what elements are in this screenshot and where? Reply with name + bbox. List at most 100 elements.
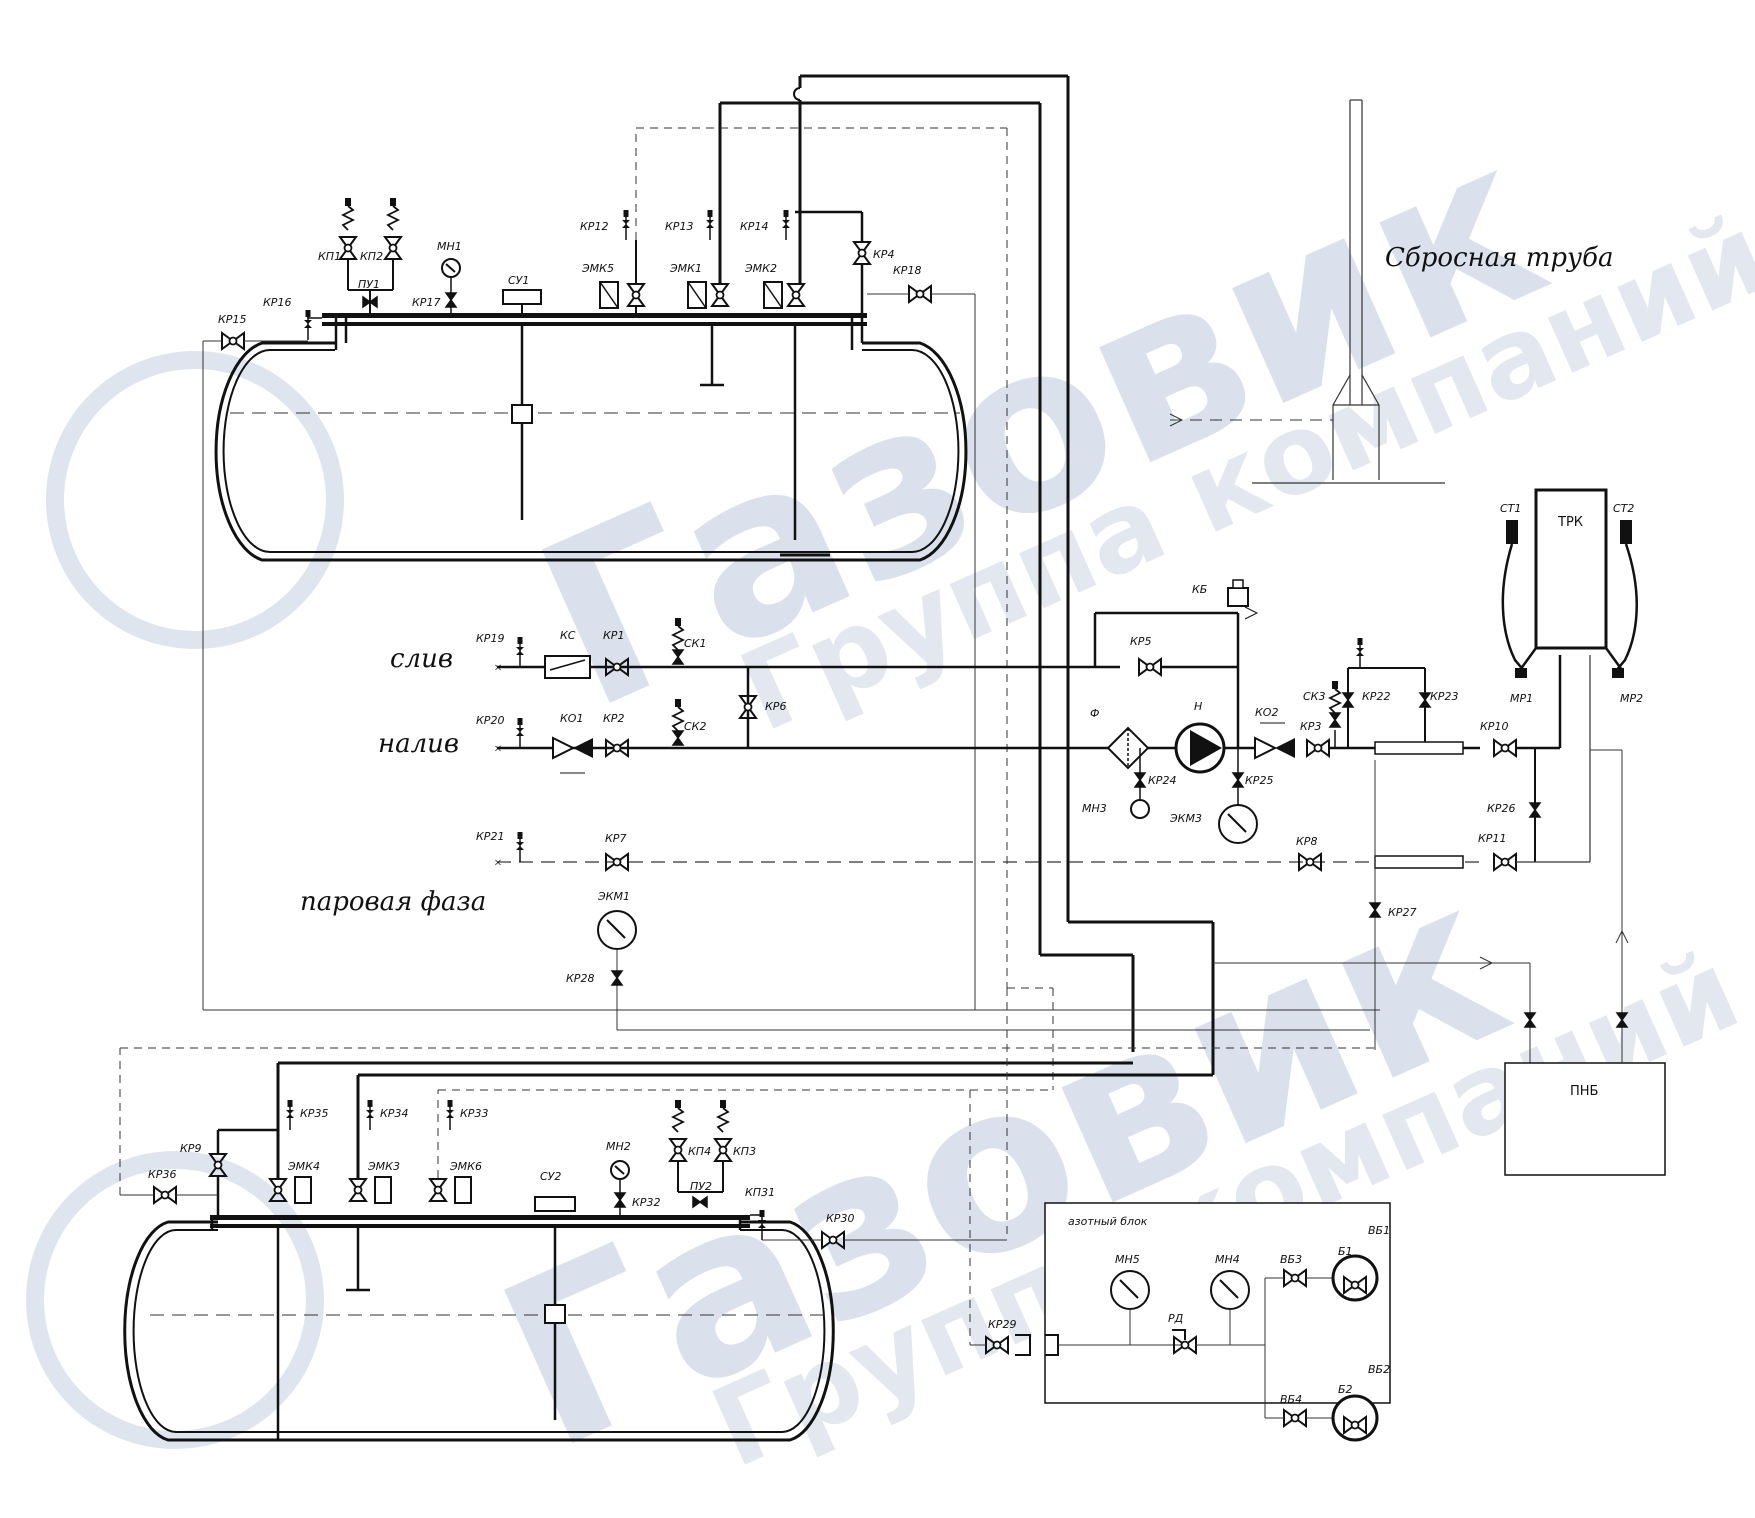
tank-1-fittings	[203, 197, 975, 350]
label-kp31: КП31	[745, 1186, 775, 1199]
label-kr23: КР23	[1430, 690, 1458, 703]
label-emk5: ЭМК5	[581, 262, 614, 275]
label-st1: СТ1	[1500, 502, 1521, 515]
label-mn1: МН1	[437, 240, 462, 253]
label-kr14: КР14	[740, 220, 768, 233]
vapor-line: ×	[494, 655, 1623, 1063]
label-sk3: СК3	[1303, 690, 1326, 703]
label-b2: Б2	[1338, 1383, 1353, 1396]
label-f: Ф	[1090, 707, 1099, 720]
label-vb2: ВБ2	[1368, 1363, 1390, 1376]
label-kp4: КП4	[688, 1145, 711, 1158]
label-kr17: КР17	[412, 296, 440, 309]
label-sk2: СК2	[684, 720, 707, 733]
label-kr33: КР33	[460, 1107, 488, 1120]
dispenser-box	[1534, 488, 1608, 650]
svg-text:×: ×	[494, 856, 502, 871]
label-sk1: СК1	[684, 637, 707, 650]
drain-line: ×	[494, 579, 1249, 748]
watermark: Газовик Группа компаний Газовик Группа к…	[26, 88, 1755, 1502]
tank-2-fittings	[119, 988, 1375, 1249]
label-emk4: ЭМК4	[287, 1160, 320, 1173]
label-kr16: КР16	[263, 296, 291, 309]
label-kr19: КР19	[476, 632, 504, 645]
label-ekm1: ЭКМ1	[597, 890, 630, 903]
svg-text:×: ×	[494, 661, 502, 676]
fill-line: ×	[494, 637, 1562, 862]
vapor-title: паровая фаза	[300, 887, 486, 917]
label-kr13: КР13	[665, 220, 693, 233]
label-kr32: КР32	[632, 1196, 660, 1209]
label-kr12: КР12	[580, 220, 608, 233]
label-ekm3: ЭКМ3	[1169, 812, 1202, 825]
dispenser: ТРК	[1501, 488, 1638, 678]
label-ko2: КО2	[1255, 706, 1278, 719]
label-kr22: КР22	[1362, 690, 1390, 703]
label-kr34: КР34	[380, 1107, 408, 1120]
label-su1: СУ1	[508, 274, 529, 287]
label-kr8: КР8	[1296, 835, 1317, 848]
pump-unit: ПНБ	[1504, 963, 1666, 1176]
label-st2: СТ2	[1613, 502, 1634, 515]
label-kr11: КР11	[1478, 832, 1506, 845]
label-kr36: КР36	[148, 1168, 176, 1181]
label-kp1: КП1	[318, 250, 341, 263]
label-kr21: КР21	[476, 830, 504, 843]
label-kr18: КР18	[893, 264, 921, 277]
label-kr4: КР4	[873, 248, 894, 261]
label-vb3: ВБ3	[1280, 1253, 1302, 1266]
drain-title: слив	[390, 644, 453, 674]
label-emk3: ЭМК3	[367, 1160, 400, 1173]
label-mn5: МН5	[1115, 1253, 1140, 1266]
label-kr7: КР7	[605, 832, 626, 845]
label-kr1: КР1	[603, 629, 624, 642]
label-kr9: КР9	[180, 1142, 201, 1155]
label-emk1: ЭМК1	[669, 262, 702, 275]
label-kr29: КР29	[988, 1318, 1016, 1331]
label-pu1: ПУ1	[358, 278, 380, 291]
label-n: Н	[1194, 700, 1202, 713]
label-rd: РД	[1168, 1312, 1184, 1325]
label-vb1: ВБ1	[1368, 1224, 1390, 1237]
label-ks: КС	[560, 629, 576, 642]
pump-unit-box	[1504, 1062, 1666, 1176]
vent-stack	[1170, 99, 1445, 484]
label-kr35: КР35	[300, 1107, 328, 1120]
label-kr20: КР20	[476, 714, 504, 727]
label-kr3: КР3	[1300, 720, 1321, 733]
vent-title: Сбросная труба	[1385, 243, 1613, 273]
label-kr27: КР27	[1388, 906, 1416, 919]
nitrogen-block	[969, 1090, 1391, 1442]
text-labels: Сбросная труба слив налив паровая фаза а…	[148, 220, 1643, 1406]
label-kp3: КП3	[733, 1145, 756, 1158]
label-kr28: КР28	[566, 972, 594, 985]
label-ko1: КО1	[560, 712, 583, 725]
label-mr2: МР2	[1620, 692, 1643, 705]
label-kr10: КР10	[1480, 720, 1508, 733]
fill-title: налив	[378, 729, 459, 759]
label-kr26: КР26	[1487, 802, 1515, 815]
svg-text:×: ×	[494, 742, 502, 757]
watermark-logo-top	[46, 351, 344, 649]
label-b1: Б1	[1338, 1245, 1353, 1258]
dispenser-label: ТРК	[1557, 515, 1583, 530]
label-emk2: ЭМК2	[744, 262, 777, 275]
label-kb: КБ	[1192, 583, 1207, 596]
label-kr15: КР15	[218, 313, 246, 326]
label-kr30: КР30	[826, 1212, 854, 1225]
label-kr2: КР2	[603, 712, 624, 725]
label-kp2: КП2	[360, 250, 383, 263]
tank-2	[123, 1215, 835, 1442]
label-kr24: КР24	[1148, 774, 1176, 787]
label-mn2: МН2	[606, 1140, 631, 1153]
label-kr5: КР5	[1130, 635, 1151, 648]
label-su2: СУ2	[540, 1170, 561, 1183]
label-vb4: ВБ4	[1280, 1393, 1302, 1406]
flow-arrows	[1169, 413, 1629, 970]
label-kr25: КР25	[1245, 774, 1273, 787]
label-pu2: ПУ2	[690, 1180, 712, 1193]
nitrogen-block-title: азотный блок	[1068, 1215, 1148, 1228]
label-mn4: МН4	[1215, 1253, 1240, 1266]
pump-unit-label: ПНБ	[1570, 1084, 1598, 1099]
